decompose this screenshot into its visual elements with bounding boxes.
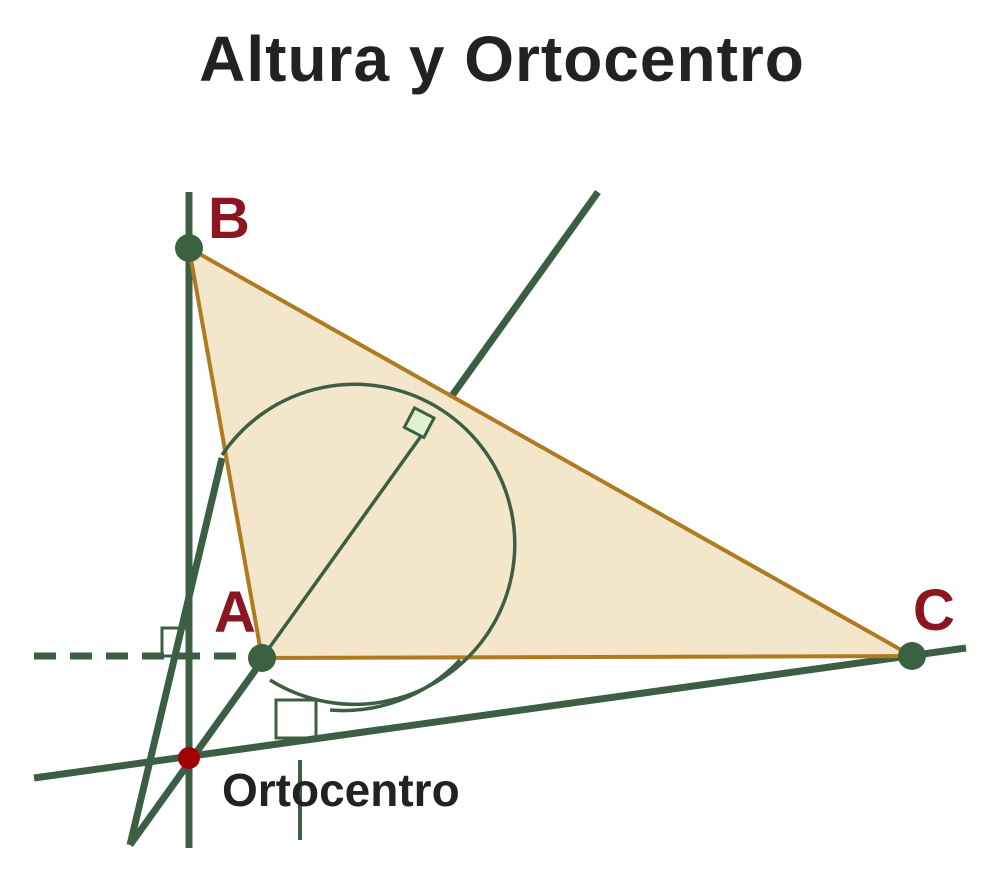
orthocenter-point (178, 747, 200, 769)
arc (220, 382, 517, 706)
vertex-b-label: B (208, 186, 250, 251)
right-angle-mark-ab (274, 698, 318, 740)
vertex-a-label: A (214, 580, 256, 645)
altitude-from-a-inner (260, 416, 436, 660)
altitude-from-c-extension (126, 457, 226, 846)
vertex-c-label: C (913, 578, 955, 643)
arc-lower (329, 658, 462, 713)
right-angle-mark-a (160, 626, 191, 658)
triangle-abc (186, 244, 920, 661)
right-angle-mark-bc (402, 405, 437, 440)
vertex-c-point (898, 642, 926, 670)
vertex-b-point (175, 234, 203, 262)
orthocenter-label: Ortocentro (222, 764, 460, 816)
page-title: Altura y Ortocentro (199, 23, 805, 95)
vertex-a-point (248, 644, 276, 672)
